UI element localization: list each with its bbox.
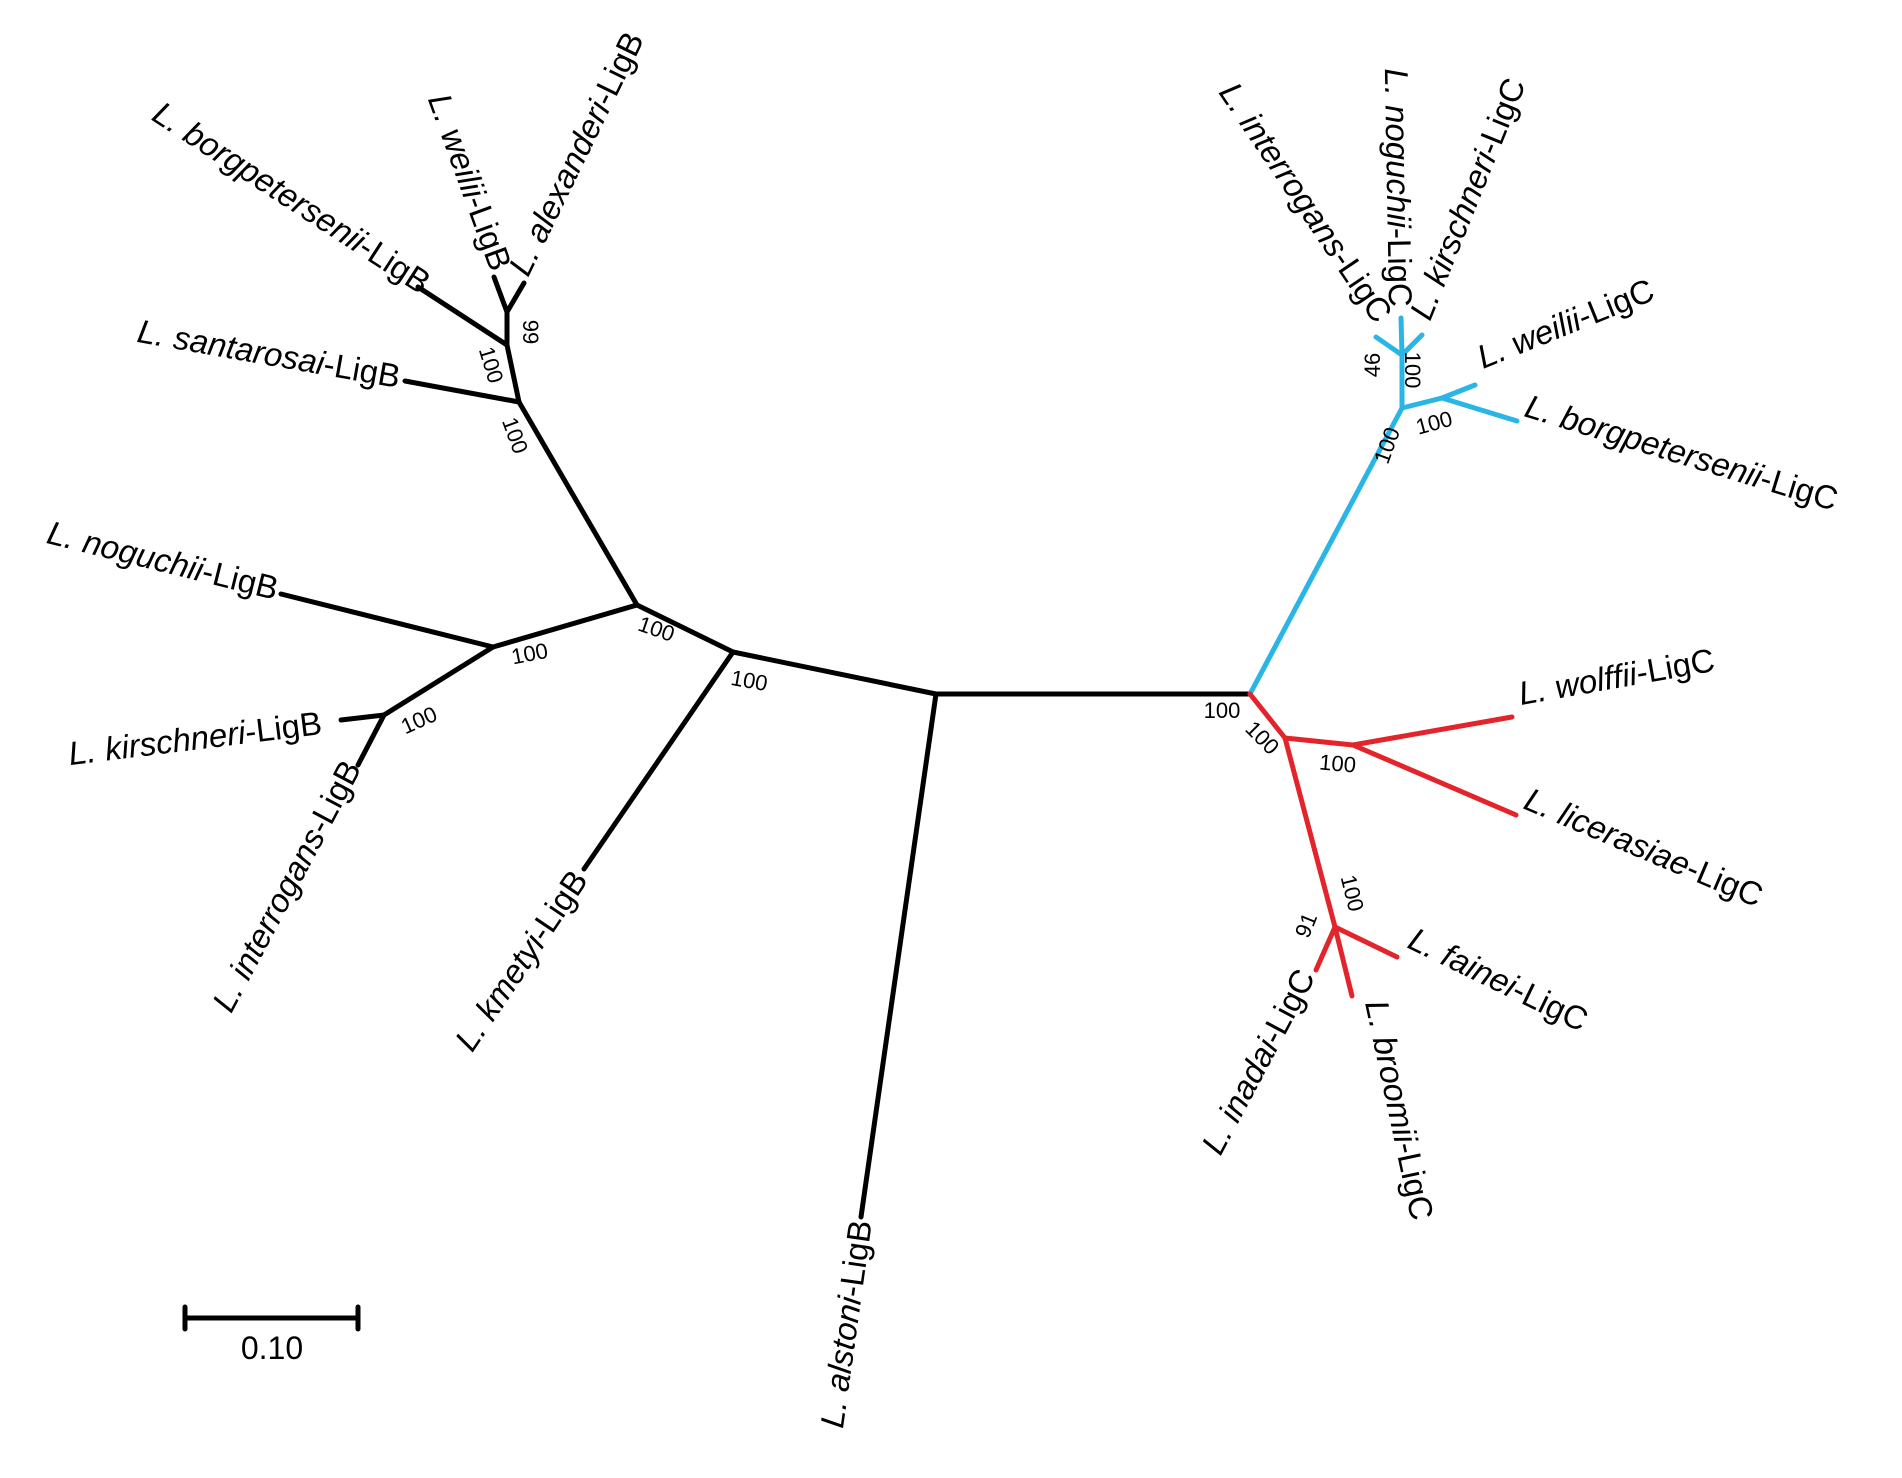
branch-root-to-alstoni xyxy=(858,691,939,1220)
branch-nodeR-red-stem xyxy=(1247,691,1288,741)
bootstrap-r3: 100 xyxy=(1318,749,1357,777)
taxon-label-kmetyi-ligb: L. kmetyi-LigB xyxy=(447,863,595,1057)
branch-node4-borgpetersenii xyxy=(415,284,510,348)
branch-root-node1 xyxy=(730,649,939,697)
taxon-label-weilii-ligb: L. weilii-LigB xyxy=(421,89,519,276)
taxon-label-borgpetersenii-ligc: L. borgpetersenii-LigC xyxy=(1521,387,1842,517)
branch-cyan-kirschneri xyxy=(1399,332,1425,358)
taxon-label-licerasiae-ligc: L. licerasiae-LigC xyxy=(1519,780,1768,914)
taxon-label-interrogans-ligb: L. interrogans-LigB xyxy=(205,754,369,1018)
ligc-red-clade-branches xyxy=(1247,691,1519,999)
branch-node1-node2 xyxy=(634,602,736,655)
taxon-label-wolffii-ligc: L. wolffii-LigC xyxy=(1516,641,1717,712)
taxon-label-alstoni-ligb: L. alstoni-LigB xyxy=(813,1218,879,1430)
bootstrap-c1: 46 xyxy=(1360,353,1385,377)
bootstrap-r1: 100 xyxy=(1204,698,1241,723)
taxon-label-noguchii-ligc: L. noguchii-LigC xyxy=(1378,68,1419,307)
branch-node6-noguchii xyxy=(278,591,496,650)
branch-node2-node3 xyxy=(516,399,640,608)
branch-cyan-node-right xyxy=(1399,395,1445,411)
taxon-label-fainei-ligc: L. fainei-LigC xyxy=(1403,920,1594,1038)
bootstrap-r4: 100 xyxy=(1336,872,1369,914)
taxon-labels: L. alexanderi-LigB L. weilii-LigB L. bor… xyxy=(44,26,1843,1430)
taxon-label-interrogans-ligc: L. interrogans-LigC xyxy=(1212,76,1400,329)
scale-bar xyxy=(182,1304,361,1332)
taxon-label-alexanderi-ligb: L. alexanderi-LigB xyxy=(501,26,651,281)
branch-node3-santarosai xyxy=(402,378,522,405)
taxon-label-inadai-ligc: L. inadai-LigC xyxy=(1194,963,1322,1160)
branch-red-fainei xyxy=(1332,924,1400,960)
branch-red-node-a xyxy=(1282,735,1356,748)
branch-red-node-b xyxy=(1282,735,1338,930)
branch-cyan-weilii xyxy=(1439,382,1478,401)
taxon-label-borgpetersenii-ligb: L. borgpetersenii-LigB xyxy=(146,94,437,301)
branch-cyan-borgpetersenii xyxy=(1439,395,1520,424)
taxon-label-broomii-ligc: L. broomii-LigC xyxy=(1358,997,1441,1224)
bootstrap-c4: 100 xyxy=(1369,424,1405,467)
taxon-label-kirschneri-ligb: L. kirschneri-LigB xyxy=(66,704,324,772)
branch-cyan-noguchii xyxy=(1398,315,1405,358)
branch-red-licerasiae xyxy=(1350,742,1519,818)
bootstrap-b4: 100 xyxy=(635,611,678,647)
taxon-label-weilii-ligc: L. weilii-LigC xyxy=(1472,271,1659,375)
branch-node6-node7 xyxy=(381,644,496,718)
bootstrap-r5: 91 xyxy=(1290,909,1322,941)
branch-cyan-interrogans xyxy=(1373,334,1405,358)
bootstrap-r2: 100 xyxy=(1240,716,1284,760)
branch-node2-node6 xyxy=(490,602,640,650)
branch-red-wolffii xyxy=(1350,714,1515,748)
branch-node7-kirschneri xyxy=(338,712,387,723)
branch-nodeR-cyan-stem xyxy=(1247,405,1405,697)
branch-node1-kmetyi xyxy=(581,649,736,872)
bootstrap-b2: 100 xyxy=(474,344,509,386)
bootstrap-c2: 100 xyxy=(1400,352,1425,389)
ligc-cyan-clade-branches xyxy=(1247,315,1520,697)
branch-red-inadai xyxy=(1313,924,1338,973)
branch-node7-interrogans xyxy=(355,712,387,768)
taxon-label-noguchii-ligb: L. noguchii-LigB xyxy=(44,514,283,607)
bootstrap-b7: 100 xyxy=(397,701,441,739)
taxon-label-kirschneri-ligc: L. kirschneri-LigC xyxy=(1402,73,1532,325)
branch-red-broomii xyxy=(1332,924,1355,999)
scale-bar-label: 0.10 xyxy=(241,1330,303,1366)
bootstrap-b5: 100 xyxy=(729,665,770,696)
ligb-clade-branches xyxy=(278,274,1253,1220)
bootstrap-c3: 100 xyxy=(1413,406,1455,440)
taxon-label-santarosai-ligb: L. santarosai-LigB xyxy=(135,312,403,395)
branch-node5-alexanderi xyxy=(504,280,527,315)
branch-node5-weilii xyxy=(491,274,510,315)
branch-node3-node4 xyxy=(504,342,522,405)
bootstrap-b1: 99 xyxy=(518,320,543,344)
